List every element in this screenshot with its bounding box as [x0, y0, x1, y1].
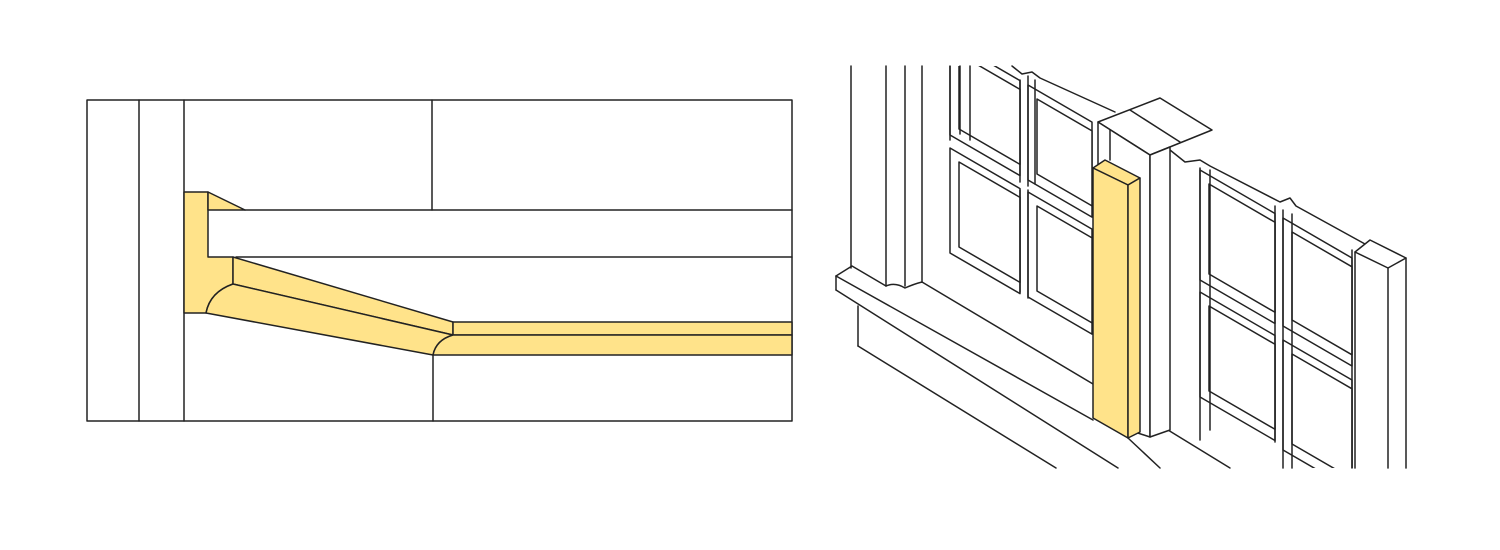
window-panes [949, 66, 1353, 468]
window-glass [1208, 183, 1276, 314]
board-front [1092, 167, 1129, 439]
highlighted-trim [183, 191, 793, 356]
right-end-post [1354, 239, 1407, 469]
window-sill [835, 265, 1231, 469]
left-jamb [850, 65, 923, 289]
board-side [1127, 177, 1141, 439]
window-glass [1036, 205, 1093, 324]
left-sash-frame [949, 65, 1116, 299]
highlighted-board [1092, 159, 1141, 439]
isometric-view [835, 65, 1407, 469]
trim-flat-upper [452, 321, 793, 336]
trim-flat-lower [432, 334, 793, 356]
window-glass [1036, 98, 1093, 207]
section-view [86, 99, 793, 422]
right-sash-frame [1169, 149, 1366, 469]
trim-triangle [207, 191, 246, 211]
window-glass [1208, 305, 1276, 431]
